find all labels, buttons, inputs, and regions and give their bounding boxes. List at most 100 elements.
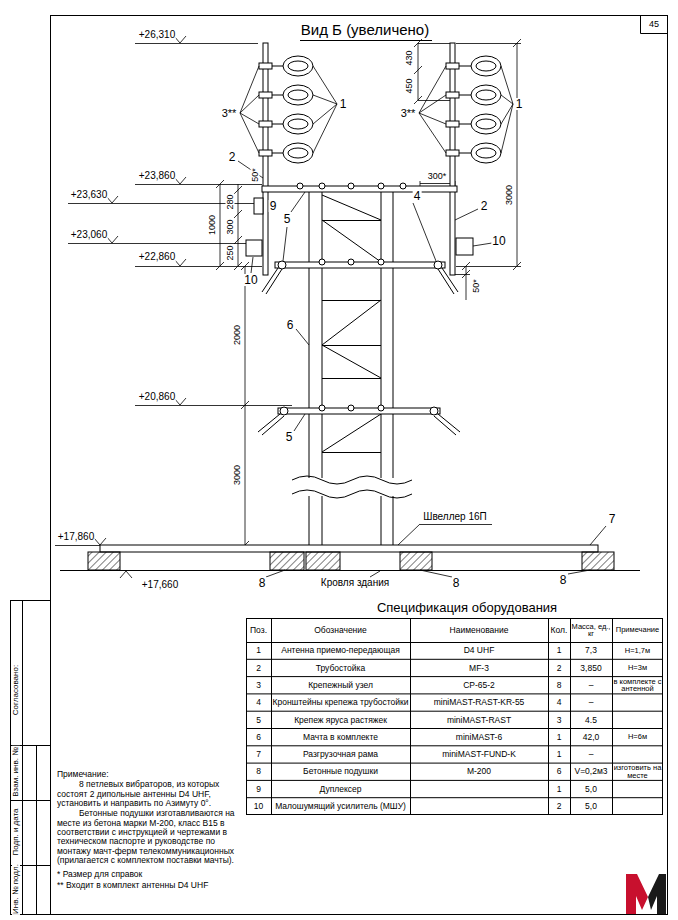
guy-tier: [400, 183, 406, 189]
dipole-antenna: [471, 143, 501, 163]
dipole-antenna: [288, 148, 308, 158]
leader-lines: [313, 66, 337, 153]
dipole-antenna: [471, 114, 501, 134]
dimension-lines: [414, 39, 450, 104]
base-frame: [400, 552, 432, 570]
elevation-mark: +17,860: [57, 532, 95, 542]
table-cell: 2: [549, 799, 569, 814]
sheet-frame: [641, 16, 668, 34]
guy-tier: [262, 268, 458, 294]
table-cell: Н=6м: [613, 730, 662, 745]
dimension: 2000: [233, 324, 242, 346]
dipole-antenna: [259, 150, 272, 156]
dipole-antenna: [268, 66, 283, 153]
base-frame: [306, 552, 340, 570]
dimension-lines: [216, 39, 521, 549]
dimension: 430: [405, 49, 414, 66]
guy-tier: [258, 183, 460, 435]
dimension: 450: [405, 77, 414, 94]
equipment-box: [246, 240, 262, 256]
mounting-pipe: [263, 43, 268, 275]
table-cell: 3: [247, 678, 270, 693]
elevation-lines: [55, 36, 292, 578]
table-cell: –: [571, 678, 611, 693]
guy-tier: [348, 405, 354, 411]
callout-number: 5: [283, 213, 292, 225]
base-frame: [88, 552, 120, 570]
table-header: Поз.: [247, 619, 270, 641]
equipment-box: [456, 238, 473, 255]
title-stamp: [11, 600, 51, 915]
dipole-antenna: [288, 90, 308, 100]
dipole-antenna: [283, 85, 313, 105]
table-cell: 7: [247, 747, 270, 762]
specification-table: [247, 619, 663, 815]
guy-tier: [319, 259, 325, 265]
base-frame: [270, 552, 304, 570]
dipole-antenna: [259, 63, 272, 69]
guy-tier: [280, 407, 288, 415]
drawing-title: Вид Б (увеличено): [300, 22, 430, 37]
specification-table: [272, 618, 613, 815]
table-cell: 9: [247, 781, 270, 796]
table-cell: 1: [549, 643, 569, 658]
tower-section: [292, 192, 412, 545]
table-cell: 1: [549, 747, 569, 762]
dimension-lines: [234, 184, 242, 270]
table-cell: MF-3: [411, 660, 547, 675]
table-cell: miniMAST-RAST: [411, 712, 547, 727]
elevation-mark: +23,060: [70, 230, 108, 240]
specification-table: [246, 643, 663, 798]
company-logo: [626, 874, 666, 914]
dimension: 300*: [427, 172, 448, 181]
dimension-lines: [456, 39, 521, 270]
table-cell: Трубостойка: [272, 660, 409, 675]
table-cell: Антенна приемо-передающая: [272, 643, 409, 658]
dimension: 3000: [505, 184, 514, 206]
footnote: ** Входит в комплект антенны D4 UHF: [57, 881, 243, 890]
table-title: Спецификация оборудования: [376, 601, 558, 614]
table-cell: 1: [549, 781, 569, 796]
dimension: 3000: [233, 464, 242, 486]
dipole-antenna: [259, 56, 501, 163]
dipole-antenna: [446, 150, 459, 156]
callout-number: 8: [452, 577, 461, 589]
table-cell: 8: [247, 764, 270, 779]
table-cell: miniMAST-FUND-K: [411, 747, 547, 762]
table-cell: 8: [549, 678, 569, 693]
table-cell: 10: [247, 799, 270, 814]
dipole-antenna: [446, 121, 459, 127]
table-cell: 4.5: [571, 712, 611, 727]
dimension: 50*: [472, 278, 481, 294]
tower-section: [309, 496, 393, 545]
guy-tier: [262, 186, 457, 192]
callout-number: 8: [559, 574, 568, 586]
table-cell: 7,3: [571, 643, 611, 658]
table-cell: 6: [549, 764, 569, 779]
table-cell: 42,0: [571, 730, 611, 745]
callout-number: 10: [491, 235, 506, 247]
guy-tier: [278, 408, 440, 414]
guy-tier: [319, 405, 325, 411]
sheet-frame: [51, 16, 668, 915]
table-cell: miniMAST-RAST-KR-55: [411, 695, 547, 710]
table-header: Кол.: [549, 619, 569, 641]
dipole-antenna: [259, 92, 272, 98]
callout-number: 5: [285, 431, 294, 443]
guy-tier: [348, 183, 354, 189]
footnote: * Размер для справок: [57, 870, 243, 879]
table-cell: Крепежный узел: [272, 678, 409, 693]
table-cell: Н=1,7м: [613, 643, 662, 658]
table-cell: 6: [247, 730, 270, 745]
callout-number: 9: [269, 200, 278, 212]
callout-number: 8: [258, 577, 267, 589]
table-cell: Дуплексер: [272, 781, 409, 796]
dipole-antenna: [446, 92, 459, 98]
table-cell: 3: [549, 712, 569, 727]
company-logo: [648, 874, 666, 914]
callout-number: 1: [339, 98, 348, 110]
table-cell: Мачта в комплекте: [272, 730, 409, 745]
table-cell: 5,0: [571, 799, 611, 814]
table-cell: 4: [549, 695, 569, 710]
